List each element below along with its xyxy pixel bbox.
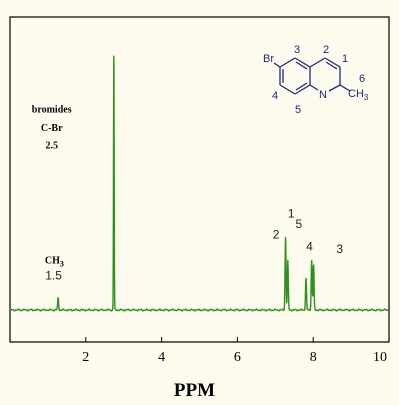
spectrum-line [9, 55, 390, 312]
annotation-peak-1: 1 [288, 206, 295, 220]
methyl-label: CH3 [348, 88, 369, 102]
position-1-label: 1 [342, 53, 348, 65]
position-3-label: 3 [294, 44, 300, 56]
annotation-main-text: CH [45, 256, 60, 267]
annotation-bromides-shift: 2.5 [45, 140, 58, 151]
annotation-peak-4: 4 [306, 239, 313, 253]
x-tick-label: 4 [158, 350, 165, 365]
molecule-bond [294, 84, 311, 95]
annotation-bromides-title: bromides [32, 105, 72, 116]
molecule-bond [328, 84, 341, 92]
molecule-bond [294, 57, 311, 68]
spectrum-layer [9, 55, 390, 312]
bromine-label: Br [263, 53, 274, 65]
molecule-bond [309, 57, 326, 68]
position-5-label: 5 [295, 104, 301, 116]
annotation-ch3-shift: 1.5 [45, 269, 62, 283]
nitrogen-label: N [319, 89, 327, 101]
x-axis-title: PPM [174, 380, 215, 401]
x-tick-label: 6 [234, 350, 241, 365]
annotation-ch3-label: CH3 [45, 256, 64, 269]
position-4-label: 4 [272, 90, 278, 102]
annotation-peak-3: 3 [336, 242, 343, 256]
plot-frame [9, 16, 390, 343]
molecule-bond [279, 57, 296, 68]
annotation-bromides-bond: C-Br [41, 123, 63, 134]
x-tick-label: 10 [373, 350, 387, 365]
annotation-peak-5: 5 [295, 217, 302, 231]
molecule-bond [295, 61, 308, 70]
x-tick-label: 2 [82, 350, 89, 365]
x-axis-ticks: 2 4 6 8 10 [82, 337, 390, 365]
methyl-subscript: 3 [364, 93, 369, 102]
molecule-bond [324, 57, 341, 68]
molecule-bond [295, 82, 308, 91]
molecule-bond [273, 62, 281, 68]
x-tick-label: 8 [310, 350, 317, 365]
molecule-bond [279, 84, 296, 95]
position-6-label: 6 [359, 73, 365, 85]
quinoline-structure: Br N CH3 1 2 3 4 5 6 [263, 44, 369, 116]
molecule-bond [325, 61, 338, 70]
position-2-label: 2 [323, 44, 329, 56]
annotation-peak-2: 2 [273, 227, 280, 241]
molecule-bonds [273, 57, 351, 95]
molecule-bond [339, 84, 351, 92]
methyl-ch: CH [348, 88, 364, 100]
annotation-subscript: 3 [60, 260, 64, 269]
molecule-bond [309, 84, 319, 91]
